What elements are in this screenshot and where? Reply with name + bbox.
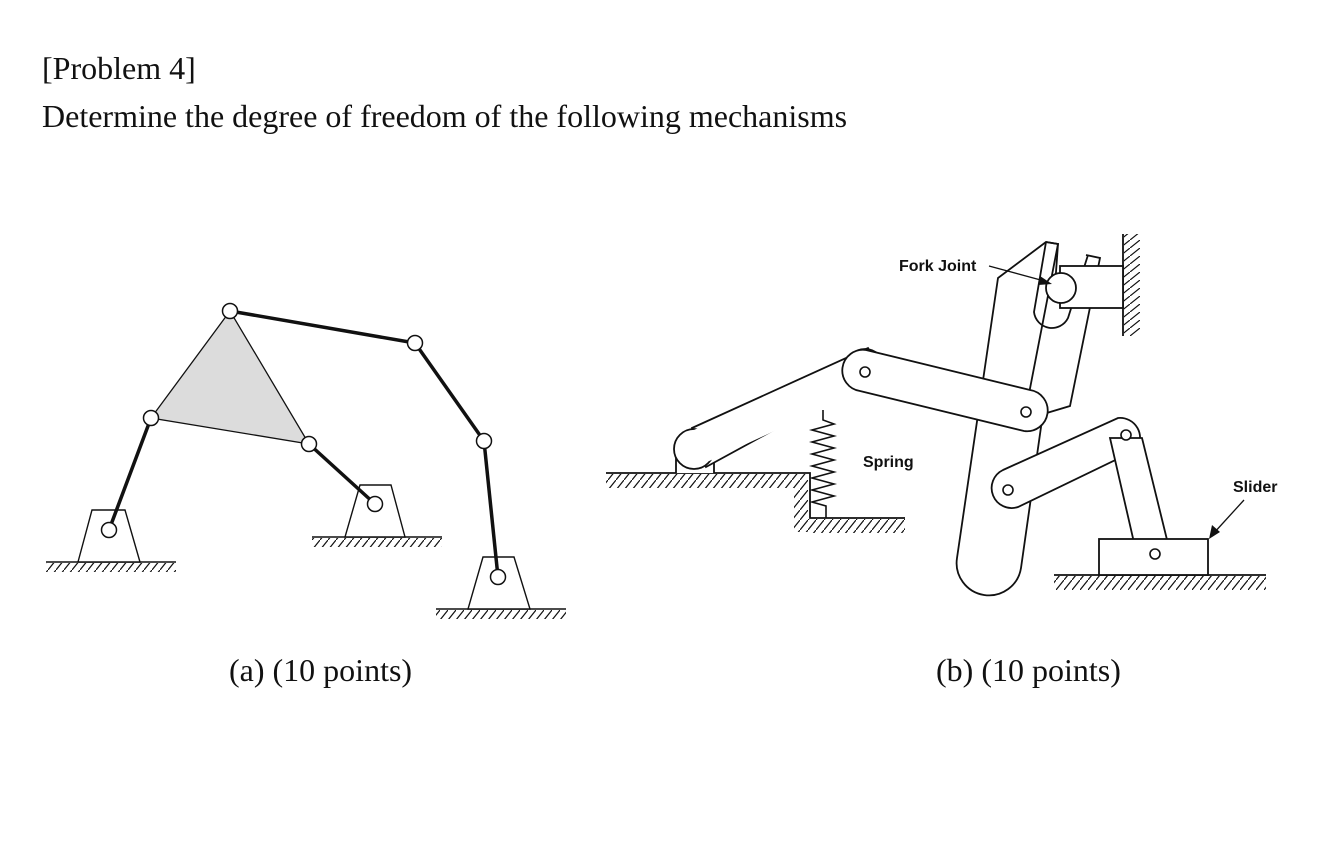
mechanism-b: Fork Joint Spring Slider <box>606 234 1277 597</box>
caption-b: (b) (10 points) <box>936 652 1121 688</box>
leader-fork-joint <box>988 265 1049 283</box>
label-slider: Slider <box>1233 479 1277 496</box>
ground-a-right <box>436 608 566 619</box>
ground-a-middle <box>312 536 442 547</box>
slider-block <box>1098 538 1209 576</box>
joint-a-5 <box>475 432 493 450</box>
arrow-slider <box>1209 525 1220 539</box>
ground-b-slider <box>1054 574 1266 590</box>
joint-a-4 <box>300 435 318 453</box>
caption-a: (a) (10 points) <box>229 652 413 688</box>
fork-joint-pin <box>1045 265 1124 309</box>
ground-a-left <box>46 561 176 572</box>
wall-b <box>1122 234 1140 336</box>
label-spring: Spring <box>863 454 914 471</box>
joint-a-2 <box>406 334 424 352</box>
joint-a-8 <box>489 568 507 586</box>
joint-a-1 <box>221 302 239 320</box>
link-a-upper-right <box>413 341 486 443</box>
spring <box>808 410 838 518</box>
link-b-upper <box>841 348 1049 433</box>
label-fork-joint: Fork Joint <box>899 258 977 275</box>
problem-instruction: Determine the degree of freedom of the f… <box>42 98 848 134</box>
arrow-fork-joint <box>1038 276 1052 285</box>
joint-a-3 <box>142 409 160 427</box>
ternary-plate <box>149 309 311 445</box>
problem-title: [Problem 4] <box>42 50 196 86</box>
link-a-rocker-middle <box>307 442 377 506</box>
joint-a-7 <box>366 495 384 513</box>
mechanism-a <box>46 302 566 619</box>
leader-slider <box>1212 499 1245 535</box>
link-a-crank-left <box>107 417 153 531</box>
link-a-coupler-top <box>229 309 416 345</box>
ground-b-step <box>606 472 905 533</box>
link-a-rocker-right <box>482 440 500 578</box>
joint-a-6 <box>100 521 118 539</box>
